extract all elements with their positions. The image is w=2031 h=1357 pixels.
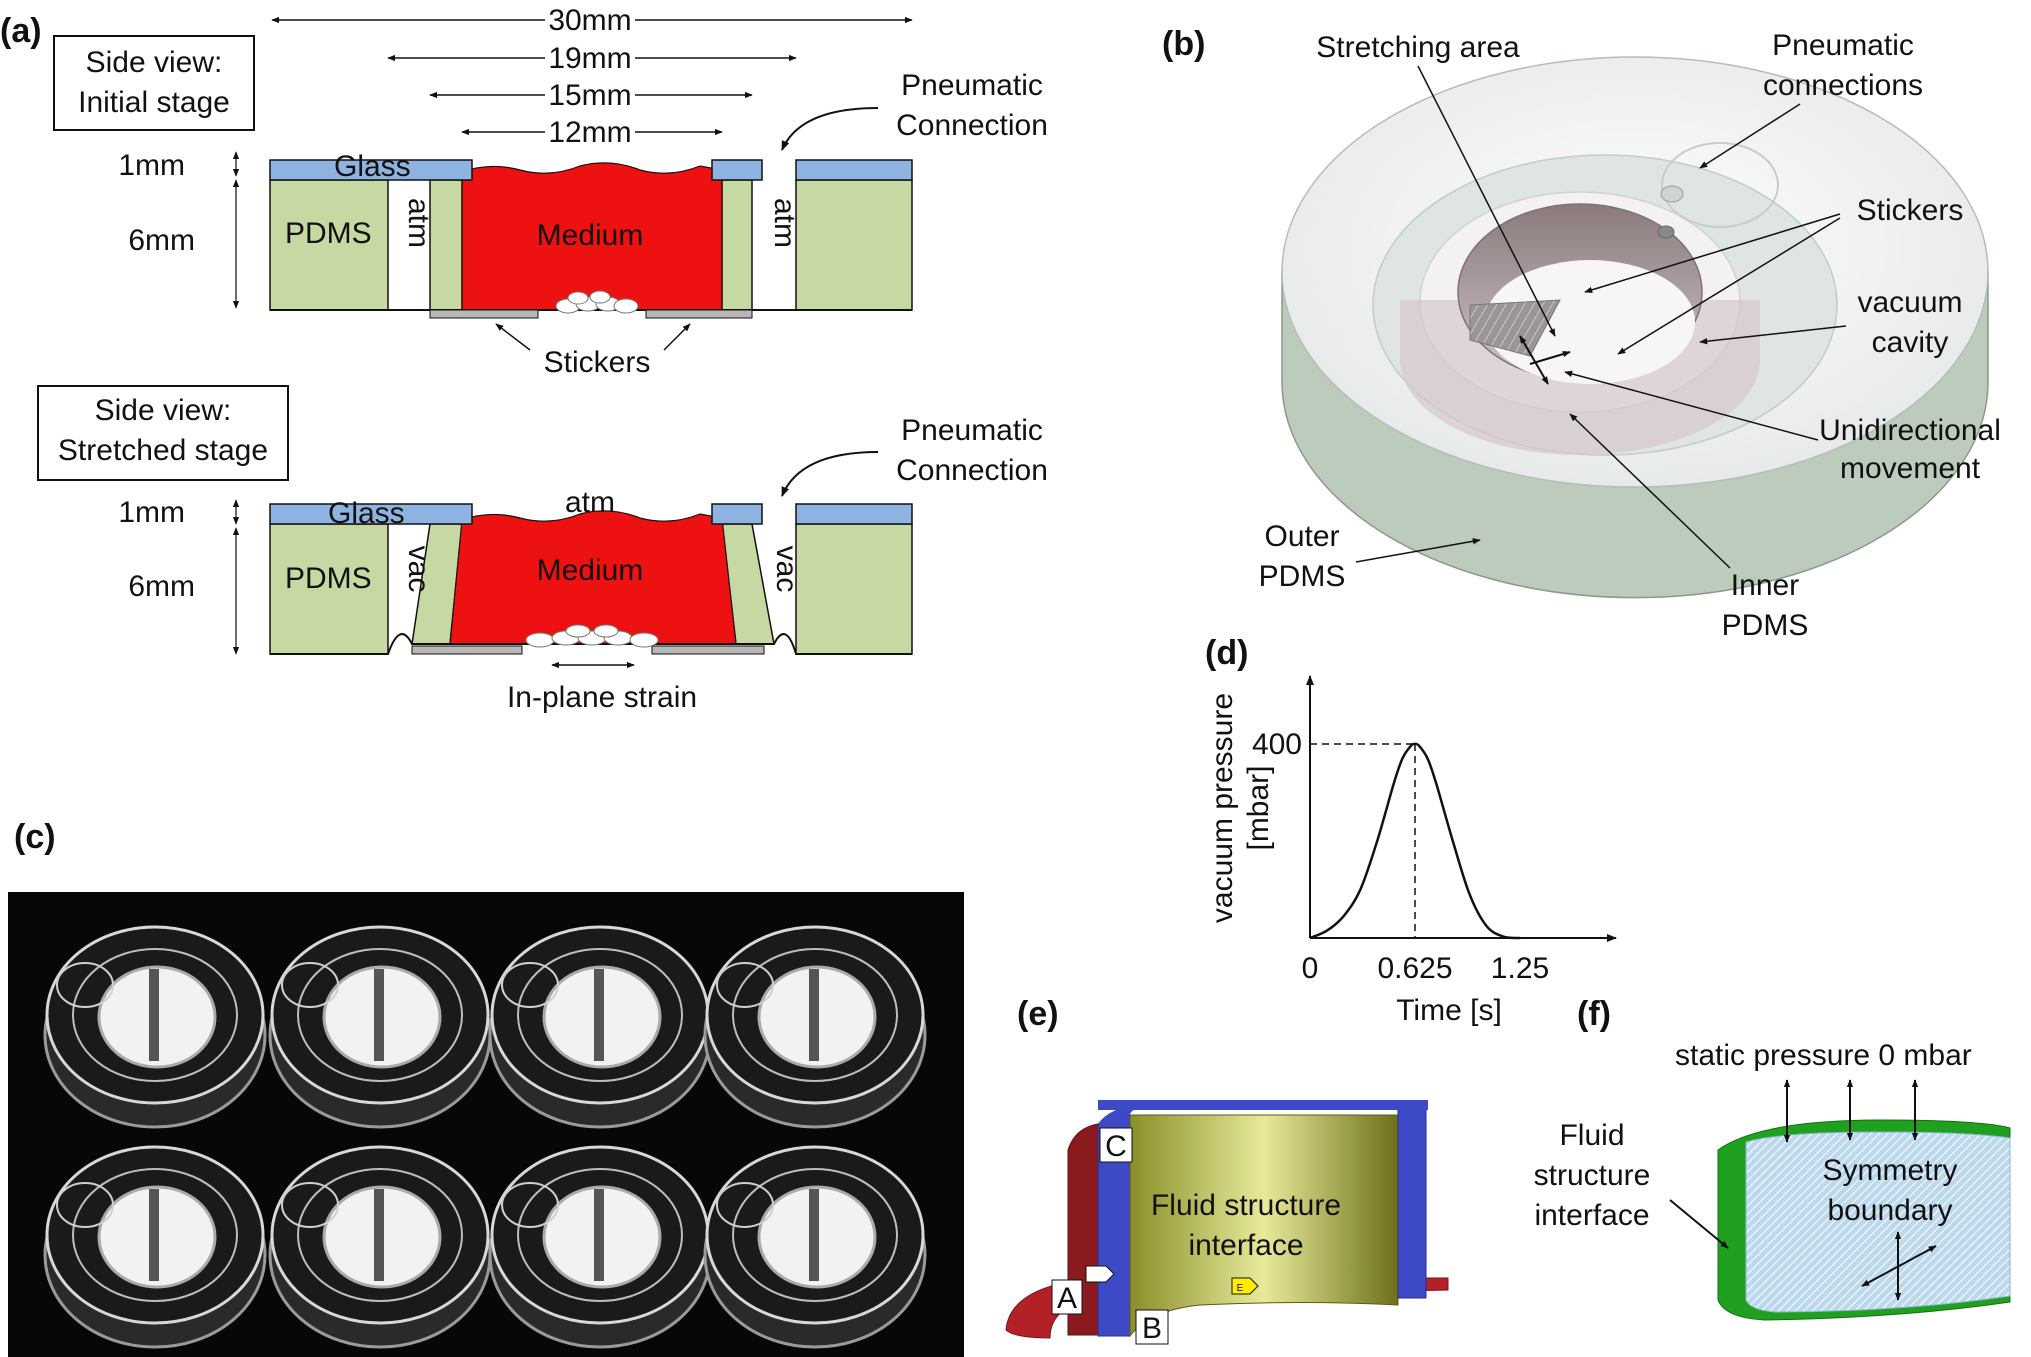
pressure-chart: 0 0.625 1.25 400 xyxy=(1252,675,1617,985)
thickness-6mm-bottom: 6mm xyxy=(128,570,195,603)
y-axis-label-line1: vacuum pressure xyxy=(1206,693,1239,923)
panel-c: (c) xyxy=(8,818,964,1357)
movement-arrow-1 xyxy=(1519,335,1549,385)
vac-label-right: vac xyxy=(770,546,803,593)
glass-label-top: Glass xyxy=(334,150,411,183)
fsi-f-line2: structure xyxy=(1534,1159,1651,1192)
pneumatic-bottom-line1: Pneumatic xyxy=(901,414,1043,447)
panel-b-label: (b) xyxy=(1162,25,1205,63)
glass-label-bottom: Glass xyxy=(328,497,405,530)
thickness-6mm-top: 6mm xyxy=(128,224,195,257)
pneumatic-connections-line2: connections xyxy=(1763,69,1923,102)
inner-pdms-line1: Inner xyxy=(1731,569,1799,602)
symmetry-boundary xyxy=(1745,1131,2011,1313)
panel-e-label: (e) xyxy=(1017,995,1059,1033)
device-6 xyxy=(268,1145,492,1349)
vacuum-cavity-line1: vacuum xyxy=(1857,286,1962,319)
stretched-stage-box xyxy=(37,385,289,481)
stretched-box-line1: Side view: xyxy=(95,394,232,427)
photo-devices xyxy=(43,925,927,1349)
unidirectional-line1: Unidirectional xyxy=(1819,414,2001,447)
movement-arrow-2 xyxy=(1529,351,1571,365)
symmetry-line2: boundary xyxy=(1827,1194,1952,1227)
initial-stage-box xyxy=(53,35,255,131)
pneumatic-top-line1: Pneumatic xyxy=(901,69,1043,102)
label-c: C xyxy=(1105,1130,1127,1163)
fsi-wall xyxy=(1129,1114,1399,1338)
panel-d: (d) 0 0.625 1.25 400 vacuum pressure [mbar]… xyxy=(1205,634,1617,1027)
panel-c-label: (c) xyxy=(14,818,56,856)
thickness-1mm-bottom: 1mm xyxy=(118,496,185,529)
vac-label-left: vac xyxy=(402,546,435,593)
pneumatic-bottom-line2: Connection xyxy=(896,454,1048,487)
atm-label-medium: atm xyxy=(565,486,615,519)
static-pressure-label: static pressure 0 mbar xyxy=(1675,1039,1972,1072)
panel-d-label: (d) xyxy=(1205,634,1248,672)
panel-a-label: (a) xyxy=(0,12,42,50)
pneumatic-connections-line1: Pneumatic xyxy=(1772,29,1914,62)
stretched-box-line2: Stretched stage xyxy=(58,434,268,467)
dim-15mm: 15mm xyxy=(548,79,631,112)
device-3 xyxy=(488,925,712,1129)
unidirectional-line2: movement xyxy=(1840,452,1981,485)
label-b: B xyxy=(1142,1312,1162,1345)
panel-f-label: (f) xyxy=(1577,995,1611,1033)
marker-e xyxy=(1231,1277,1259,1295)
fsi-f-line3: interface xyxy=(1534,1199,1649,1232)
initial-box-line2: Initial stage xyxy=(78,86,230,119)
medium-label-bottom: Medium xyxy=(537,554,644,587)
y-axis-label-line2: [mbar] xyxy=(1242,765,1275,850)
outer-pdms-line1: Outer xyxy=(1264,520,1339,553)
panel-a: (a) Side view: Initial stage 30mm 19mm 1… xyxy=(0,4,1048,714)
vacuum-cavity-line2: cavity xyxy=(1872,326,1949,359)
pdms-label-bottom: PDMS xyxy=(285,562,372,595)
device-1 xyxy=(43,925,267,1129)
pneumatic-top-line2: Connection xyxy=(896,109,1048,142)
outer-pdms-line2: PDMS xyxy=(1259,560,1346,593)
fsi-f-line1: Fluid xyxy=(1559,1119,1624,1152)
inner-pdms-line2: PDMS xyxy=(1722,609,1809,642)
initial-cross-section xyxy=(269,159,913,319)
device-4 xyxy=(703,925,927,1129)
label-a: A xyxy=(1057,1282,1077,1315)
symmetry-line1: Symmetry xyxy=(1823,1154,1958,1187)
atm-label-left-top: atm xyxy=(402,198,435,248)
initial-box-line1: Side view: xyxy=(86,46,223,79)
x-tick-label-1: 0.625 xyxy=(1377,952,1452,985)
fsi-e-line1: Fluid structure xyxy=(1151,1189,1341,1222)
panel-b: (b) Stretching area Pneumatic connection… xyxy=(1162,25,2001,642)
medium-label-top: Medium xyxy=(537,219,644,252)
stretching-area-label: Stretching area xyxy=(1316,31,1520,64)
device-5 xyxy=(43,1145,267,1349)
panel-f: (f) static pressure 0 mbar Fluid structu… xyxy=(1534,995,2011,1321)
panel-e: (e) C A B E Fluid structure interface xyxy=(1005,995,1449,1345)
fsi-e-line2: interface xyxy=(1188,1229,1303,1262)
atm-label-right-top: atm xyxy=(768,198,801,248)
y-tick-label-0: 400 xyxy=(1252,728,1302,761)
dim-19mm: 19mm xyxy=(548,42,631,75)
thickness-1mm-top: 1mm xyxy=(118,149,185,182)
x-tick-label-2: 1.25 xyxy=(1491,952,1549,985)
stickers-label-b: Stickers xyxy=(1857,194,1964,227)
device-7 xyxy=(488,1145,712,1349)
x-axis-label: Time [s] xyxy=(1396,994,1502,1027)
x-tick-label-0: 0 xyxy=(1302,952,1319,985)
dim-12mm: 12mm xyxy=(548,116,631,149)
stickers-label-a: Stickers xyxy=(544,346,651,379)
inplane-strain-label: In-plane strain xyxy=(507,681,697,714)
device-2 xyxy=(268,925,492,1129)
dim-30mm: 30mm xyxy=(548,4,631,37)
device-8 xyxy=(703,1145,927,1349)
pdms-label-top: PDMS xyxy=(285,217,372,250)
marker-e-text: E xyxy=(1237,1283,1244,1294)
stretched-cross-section xyxy=(269,503,913,655)
